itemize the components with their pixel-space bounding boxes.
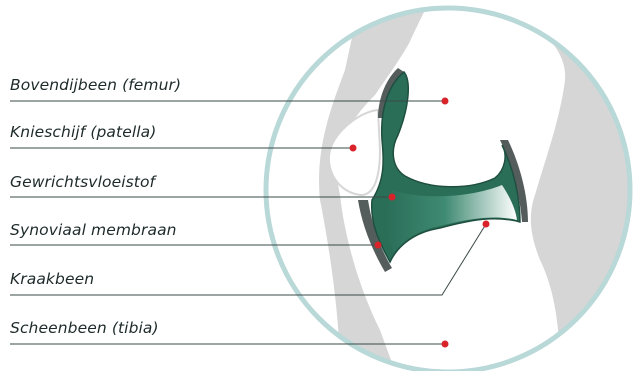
label-tibia: Scheenbeen (tibia) <box>10 319 159 337</box>
marker-cartilage <box>483 221 490 228</box>
label-femur: Bovendijbeen (femur) <box>10 76 181 94</box>
marker-fluid <box>389 194 396 201</box>
label-patella: Knieschijf (patella) <box>10 123 156 141</box>
marker-membrane <box>375 242 382 249</box>
marker-tibia <box>442 341 449 348</box>
joint-circle <box>266 0 633 371</box>
marker-femur <box>442 98 449 105</box>
label-cartilage: Kraakbeen <box>10 270 94 288</box>
label-fluid: Gewrichtsvloeistof <box>10 173 155 191</box>
label-membrane: Synoviaal membraan <box>10 221 177 239</box>
marker-patella <box>350 145 357 152</box>
